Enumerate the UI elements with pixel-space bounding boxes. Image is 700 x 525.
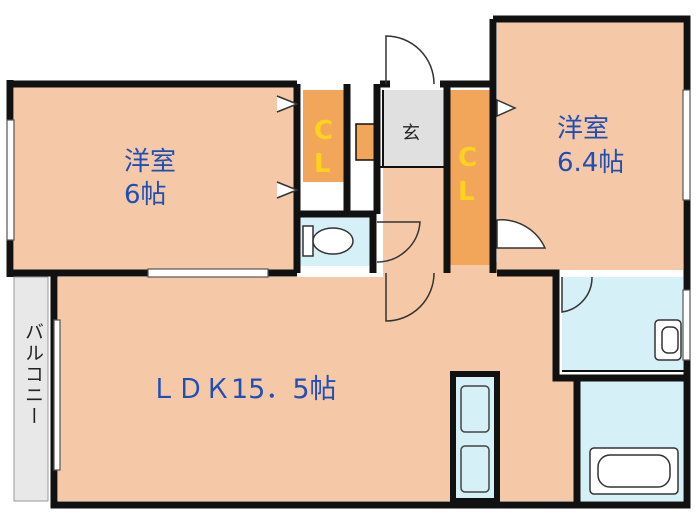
closet-left [303, 90, 347, 182]
western-room-left-size: 6帖 [124, 180, 167, 210]
hallway-floor [383, 167, 447, 270]
western-room-right-size: 6.4帖 [557, 148, 624, 178]
entrance-floor [383, 90, 447, 167]
shoe-cabinet [355, 123, 377, 161]
kitchen-stove [460, 445, 490, 493]
ldk-label: ＬＤＫ15．5帖 [150, 374, 337, 405]
western-room-right-name: 洋室 [557, 114, 609, 144]
bathtub-icon [589, 447, 679, 495]
toilet-icon [302, 225, 354, 257]
windows [6, 89, 691, 471]
hallway-floor-lower [383, 262, 558, 282]
closet-left-l: L [314, 149, 331, 179]
balcony-label: バルコニー [22, 322, 44, 427]
doors [276, 35, 593, 322]
washbasin-icon [654, 319, 682, 361]
entrance-label: 玄 [402, 123, 420, 144]
balcony-area [13, 276, 49, 502]
closet-right [450, 90, 491, 265]
closet-left-c: C [314, 116, 333, 146]
kitchen-sink [460, 385, 490, 433]
western-room-left-name: 洋室 [124, 147, 176, 177]
closet-right-l: L [458, 177, 475, 207]
closet-right-c: C [458, 143, 477, 173]
western-room-left-floor [14, 84, 297, 270]
inner-lines [296, 90, 687, 372]
